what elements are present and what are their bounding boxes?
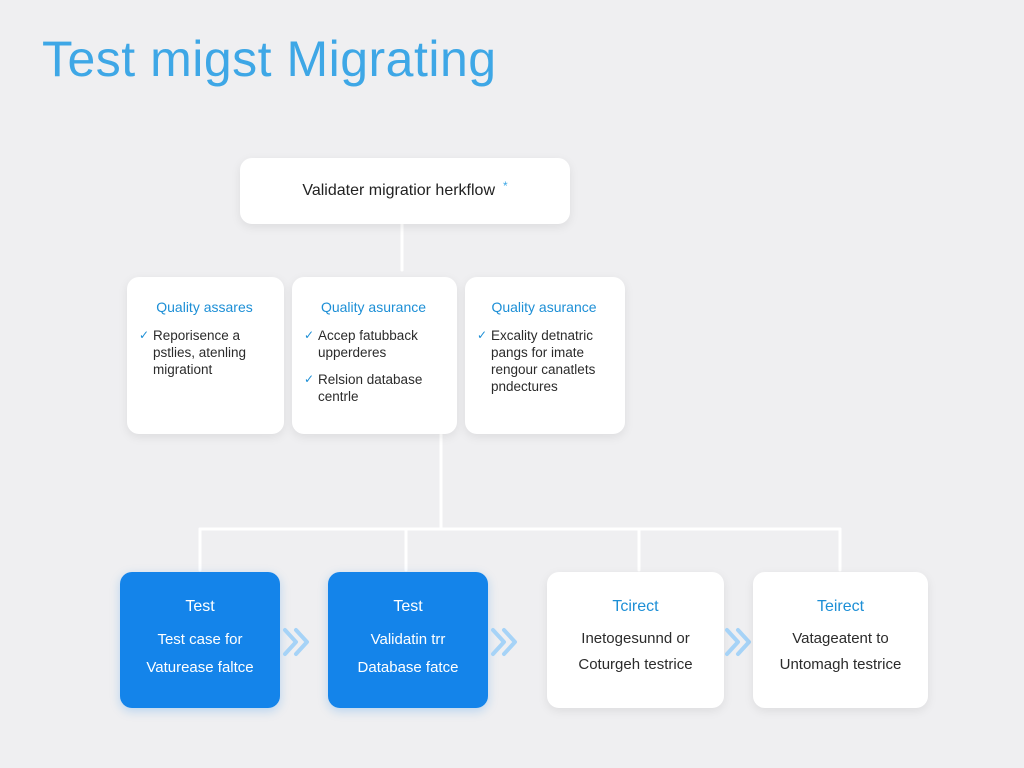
- page-title: Test migst Migrating: [42, 31, 497, 87]
- qa-list-item: ✓ Excality detnatric pangs for imate ren…: [477, 327, 611, 395]
- qa-list-item: ✓ Reporisence a pstlies, atenling migrat…: [139, 327, 270, 378]
- step-card-4[interactable]: Teirect Vatageatent to Untomagh testrice: [753, 572, 928, 708]
- step-card-3[interactable]: Tcirect Inetogesunnd or Coturgeh testric…: [547, 572, 724, 708]
- step-title: Teirect: [816, 598, 865, 615]
- qa-item-text: Reporisence a pstlies, atenling migratio…: [153, 328, 247, 377]
- qa-list-item: ✓ Relsion database centrle: [304, 371, 443, 405]
- step-card-1[interactable]: Test Test case for Vaturease faltce: [120, 572, 280, 708]
- check-icon: ✓: [304, 328, 315, 342]
- step-body: Test case for Vaturease faltce: [146, 631, 254, 676]
- double-chevron-right-icon: [725, 628, 751, 656]
- qa-card-heading: Quality asurance: [491, 299, 597, 315]
- step-body: Vatageatent to Untomagh testrice: [779, 630, 902, 673]
- check-icon: ✓: [139, 328, 150, 342]
- check-icon: ✓: [304, 372, 315, 386]
- qa-card-2[interactable]: Quality asurance ✓ Accep fatubback upper…: [292, 277, 457, 434]
- qa-list-item: ✓ Accep fatubback upperderes: [304, 327, 443, 361]
- root-marker: *: [503, 179, 508, 193]
- workflow-root-label: Validater migratior herkflow: [302, 182, 495, 199]
- qa-card-1[interactable]: Quality assares ✓ Reporisence a pstlies,…: [127, 277, 284, 434]
- qa-item-text: Accep fatubback upperderes: [318, 328, 418, 360]
- step-title: Test: [393, 598, 423, 615]
- step-body: Inetogesunnd or Coturgeh testrice: [578, 630, 693, 673]
- double-chevron-right-icon: [491, 628, 517, 656]
- qa-card-3[interactable]: Quality asurance ✓ Excality detnatric pa…: [465, 277, 625, 434]
- step-body: Validatin trr Database fatce: [357, 631, 459, 676]
- check-icon: ✓: [477, 328, 488, 342]
- qa-item-text: Relsion database centrle: [318, 372, 423, 404]
- qa-item-text: Excality detnatric pangs for imate rengo…: [491, 328, 596, 394]
- step-title: Test: [185, 598, 215, 615]
- step-title: Tcirect: [612, 598, 659, 615]
- workflow-root-node[interactable]: Validater migratior herkflow *: [240, 158, 570, 224]
- qa-card-heading: Quality assares: [156, 299, 253, 315]
- double-chevron-right-icon: [283, 628, 309, 656]
- qa-card-heading: Quality asurance: [320, 299, 427, 315]
- step-card-2[interactable]: Test Validatin trr Database fatce: [328, 572, 488, 708]
